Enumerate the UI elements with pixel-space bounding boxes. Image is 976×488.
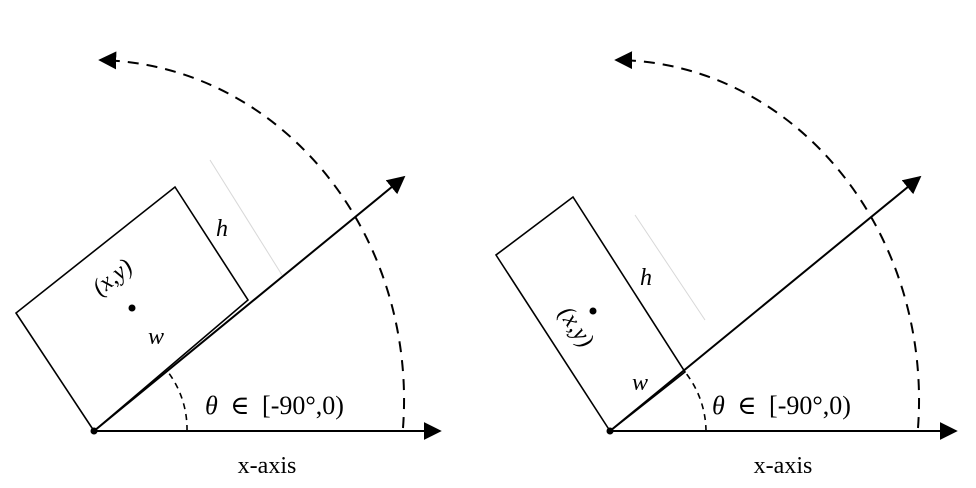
angle-range-right: [-90°,0) xyxy=(769,391,851,420)
center-point-left xyxy=(128,304,136,312)
rotation-arc-left xyxy=(98,51,406,429)
left-panel: (x,y) w h θ ∈ [-90°,0) x-axis xyxy=(14,51,442,479)
angle-label-right: θ ∈ [-90°,0) xyxy=(712,391,851,420)
element-of-symbol-right: ∈ xyxy=(737,391,756,420)
guide-line-right xyxy=(634,214,706,321)
bounding-box-right xyxy=(494,195,687,433)
origin-point-left xyxy=(90,427,98,435)
angle-arc-left xyxy=(167,371,188,432)
theta-symbol-right: θ xyxy=(712,391,725,420)
theta-symbol-left: θ xyxy=(205,391,218,420)
width-label-right: w xyxy=(632,370,648,396)
width-label-left: w xyxy=(148,324,164,350)
guide-line-left xyxy=(209,159,283,276)
bounding-box-left xyxy=(14,185,250,433)
height-label-right: h xyxy=(640,265,652,291)
height-label-left: h xyxy=(216,216,228,242)
x-axis-label-left: x-axis xyxy=(238,453,297,479)
angle-range-left: [-90°,0) xyxy=(262,391,344,420)
rotated-axis-right xyxy=(609,175,922,432)
angle-label-left: θ ∈ [-90°,0) xyxy=(205,391,344,420)
angle-arc-right xyxy=(684,371,707,432)
x-axis-label-right: x-axis xyxy=(754,453,813,479)
origin-point-right xyxy=(606,427,614,435)
rotated-axis-left xyxy=(93,175,406,432)
center-label-left: (x,y) xyxy=(88,254,138,301)
rotation-arc-right xyxy=(614,51,921,429)
center-point-right xyxy=(589,307,597,315)
right-panel: (x,y) w h θ ∈ [-90°,0) x-axis xyxy=(494,51,958,479)
element-of-symbol-left: ∈ xyxy=(230,391,249,420)
